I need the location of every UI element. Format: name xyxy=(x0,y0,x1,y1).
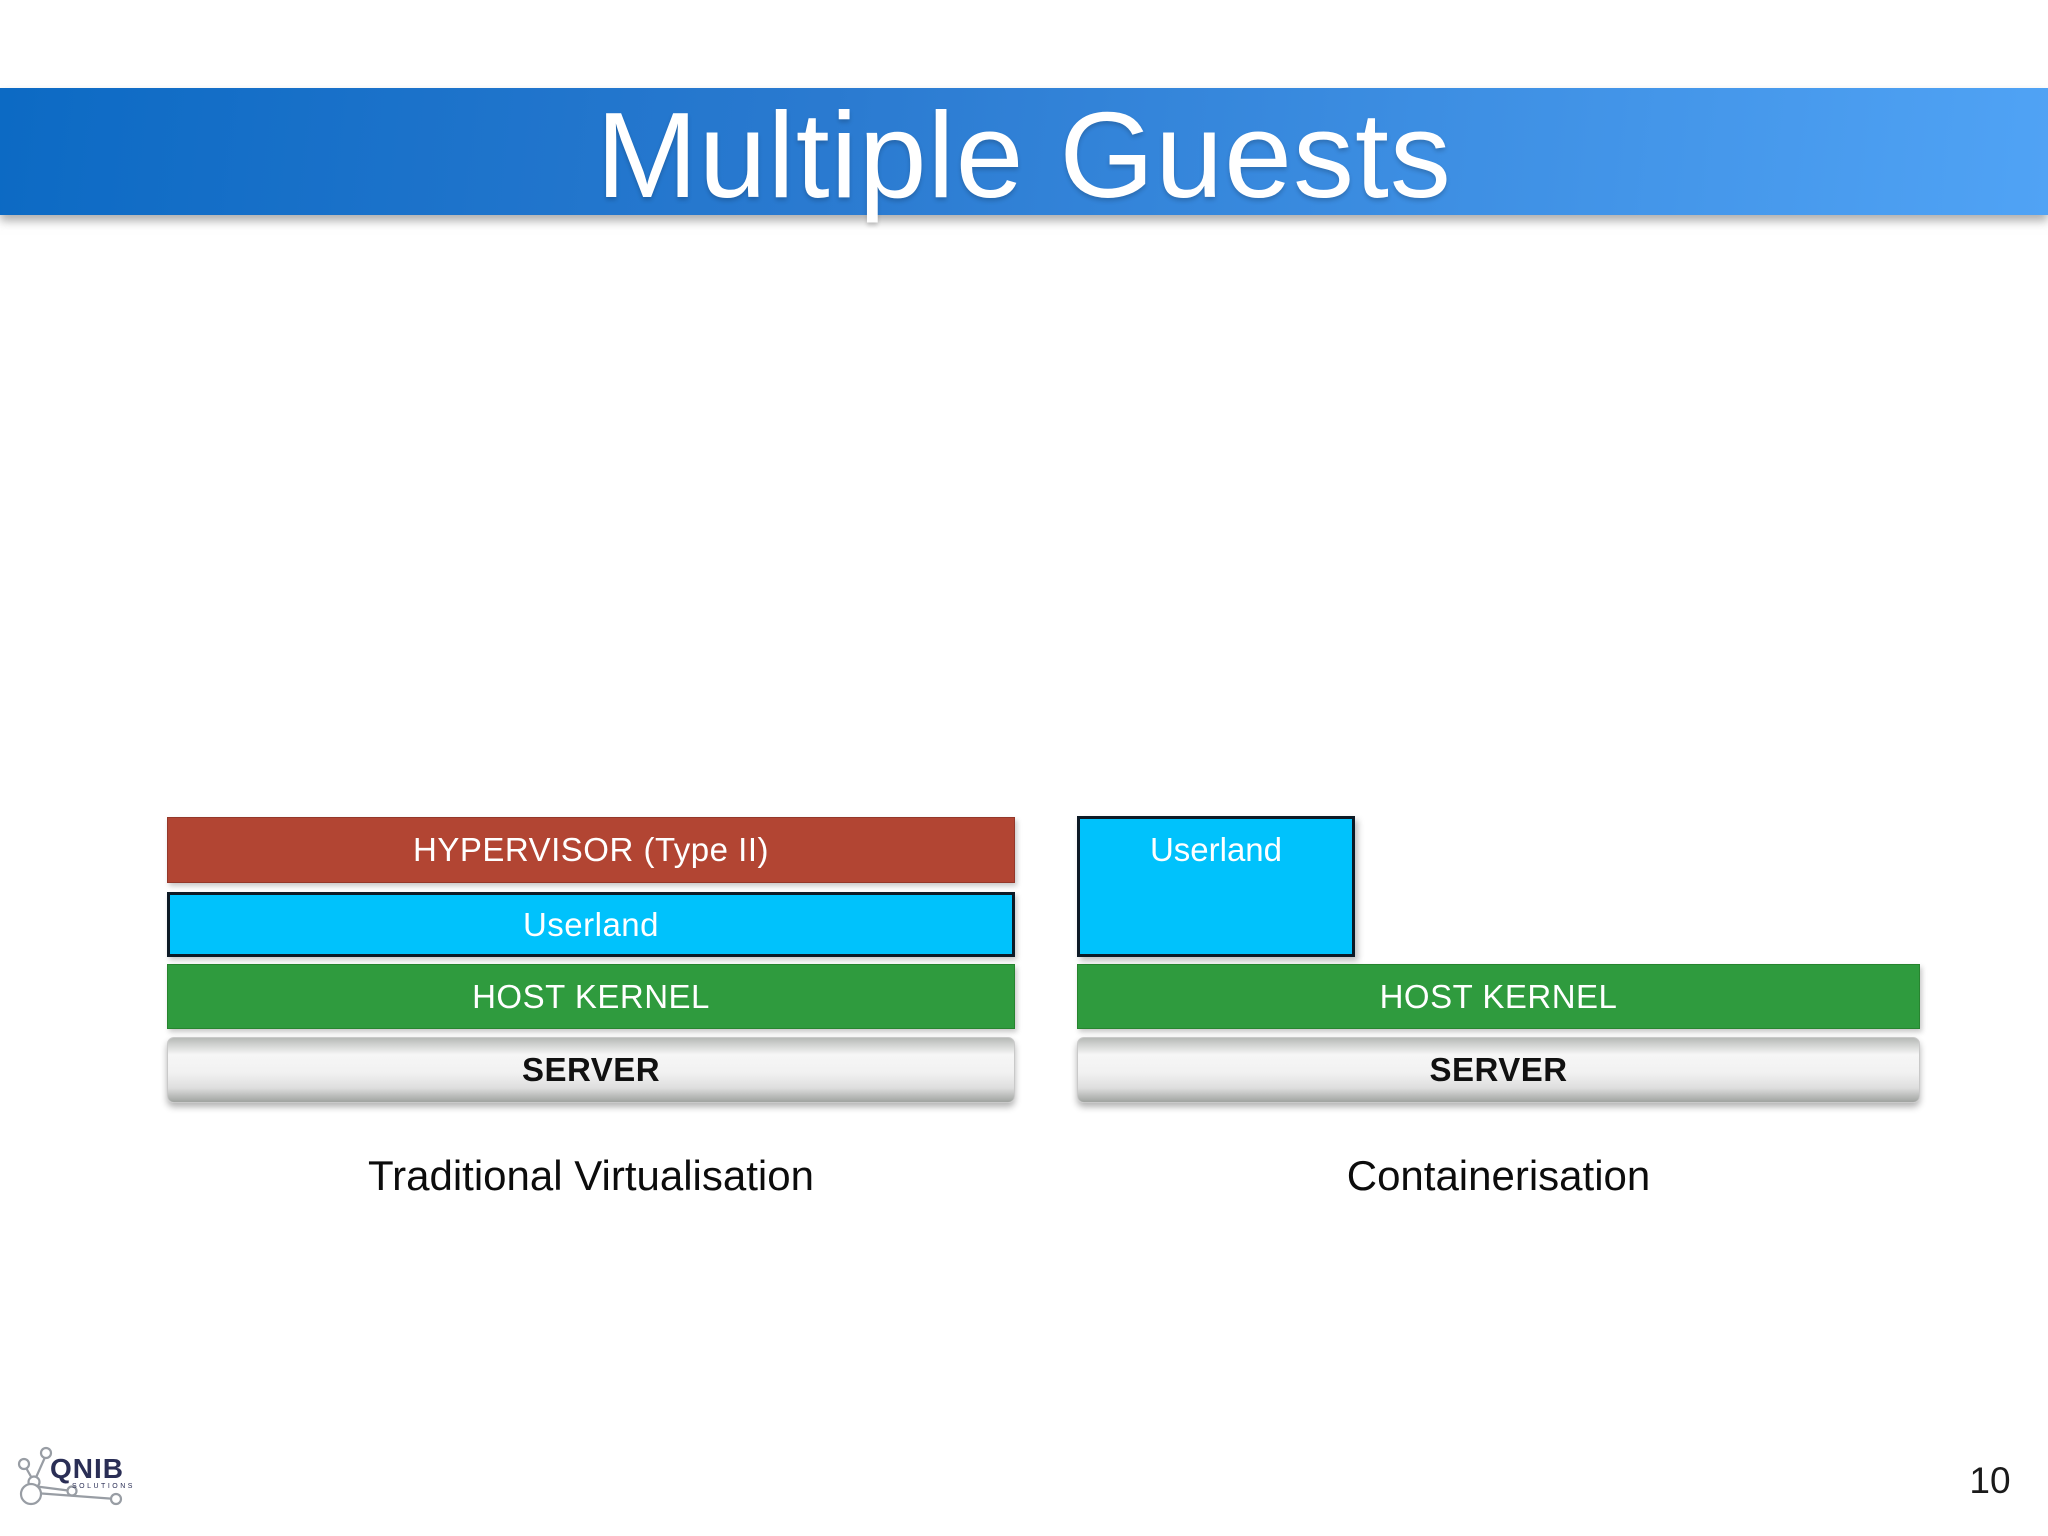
qnib-logo-text: QNIB xyxy=(50,1453,124,1484)
userland-layer: Userland xyxy=(167,892,1015,957)
userland-container-box: Userland xyxy=(1077,816,1355,957)
qnib-molecule-icon: QNIB SOLUTIONS xyxy=(17,1446,135,1506)
slide-title: Multiple Guests xyxy=(596,86,1452,223)
host-kernel-layer-label: HOST KERNEL xyxy=(1379,977,1618,1015)
server-layer: SERVER xyxy=(1077,1037,1920,1103)
server-layer: SERVER xyxy=(167,1037,1015,1103)
page-number: 10 xyxy=(1969,1460,2011,1501)
userland-container-label: Userland xyxy=(1149,831,1283,868)
hypervisor-layer: HYPERVISOR (Type II) xyxy=(167,817,1015,883)
qnib-logo: QNIB SOLUTIONS xyxy=(6,1430,166,1534)
slide-title-bar: Multiple Guests xyxy=(0,86,2048,223)
host-kernel-layer-label: HOST KERNEL xyxy=(472,977,710,1015)
host-kernel-layer: HOST KERNEL xyxy=(167,964,1015,1029)
diagram-caption-traditional: Traditional Virtualisation xyxy=(368,1152,814,1199)
containerisation-diagram: Userland HOST KERNEL SERVER Containerisa… xyxy=(1077,816,1920,1237)
server-layer-label: SERVER xyxy=(521,1051,661,1088)
qnib-logo-subtext: SOLUTIONS xyxy=(72,1483,135,1490)
userland-layer-label: Userland xyxy=(522,905,660,943)
host-kernel-layer: HOST KERNEL xyxy=(1077,964,1920,1029)
diagram-caption-containerisation: Containerisation xyxy=(1346,1152,1651,1199)
traditional-virtualisation-diagram: HYPERVISOR (Type II) Userland HOST KERNE… xyxy=(167,817,1015,1237)
server-layer-label: SERVER xyxy=(1429,1051,1568,1088)
hypervisor-layer-label: HYPERVISOR (Type II) xyxy=(413,831,769,868)
